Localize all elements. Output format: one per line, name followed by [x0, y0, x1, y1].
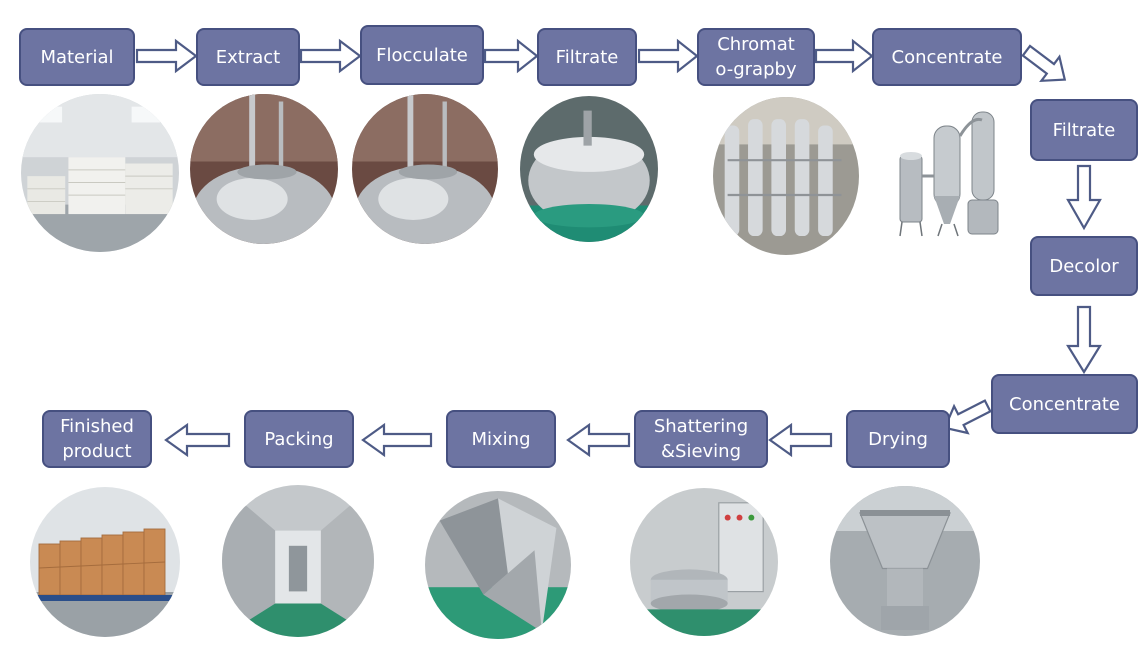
step-chromatography: Chromat o-grapby: [697, 28, 815, 86]
step-label: Decolor: [1049, 255, 1119, 277]
step-label-line2: &Sieving: [660, 441, 742, 462]
arrow-left-icon: [361, 422, 433, 458]
step-filtrate: Filtrate: [537, 28, 637, 86]
step-filtrate-2: Filtrate: [1030, 99, 1138, 161]
photo-flocculation-tank: [352, 94, 498, 244]
step-concentrate: Concentrate: [872, 28, 1022, 86]
step-packing: Packing: [244, 410, 354, 468]
step-label-line1: Finished: [60, 416, 134, 437]
arrow-right-icon: [483, 38, 539, 74]
step-label: Filtrate: [1052, 119, 1116, 141]
step-mixing: Mixing: [446, 410, 556, 468]
photo-chromatography-columns: [713, 97, 859, 255]
step-extract: Extract: [196, 28, 300, 86]
arrow-left-icon: [768, 422, 833, 458]
photo-sieving-machine: [630, 488, 778, 636]
step-label: Extract: [215, 46, 281, 68]
photo-material-warehouse: [21, 94, 179, 252]
step-finished-product: Finished product: [42, 410, 152, 468]
arrow-right-icon: [637, 38, 699, 74]
arrow-left-icon: [164, 422, 231, 458]
step-label: Filtrate: [555, 46, 619, 68]
step-drying: Drying: [846, 410, 950, 468]
photo-drying-tower: [830, 486, 980, 636]
step-label: Packing: [264, 428, 334, 450]
step-label-line2: o-grapby: [715, 59, 797, 80]
step-label: Flocculate: [376, 44, 468, 66]
arrow-down-icon: [1066, 164, 1102, 231]
arrow-right-icon: [299, 38, 362, 74]
step-label-line1: Shattering: [653, 416, 749, 437]
photo-packing-cleanroom: [222, 485, 374, 637]
step-shattering-sieving: Shattering &Sieving: [634, 410, 768, 468]
arrow-left-icon: [566, 422, 631, 458]
arrow-down-right-icon: [1021, 44, 1067, 83]
step-concentrate-2: Concentrate: [991, 374, 1138, 434]
step-label: Material: [40, 46, 114, 68]
photo-concentrator: [892, 106, 1012, 240]
photo-finished-product-drums: [30, 487, 180, 637]
photo-filtration-centrifuge: [520, 96, 658, 242]
step-label-line1: Chromat: [717, 34, 795, 55]
arrow-right-icon: [814, 38, 874, 74]
step-material: Material: [19, 28, 135, 86]
step-flocculate: Flocculate: [360, 25, 484, 85]
arrow-right-icon: [135, 38, 198, 74]
step-label: Concentrate: [891, 46, 1003, 68]
photo-extraction-tank: [190, 94, 338, 244]
step-label: Mixing: [471, 428, 531, 450]
step-decolor: Decolor: [1030, 236, 1138, 296]
photo-mixer: [425, 491, 571, 639]
step-label: Concentrate: [1009, 393, 1120, 415]
step-label: Drying: [868, 428, 928, 450]
arrow-down-icon: [1066, 305, 1102, 375]
step-label-line2: product: [62, 441, 132, 462]
